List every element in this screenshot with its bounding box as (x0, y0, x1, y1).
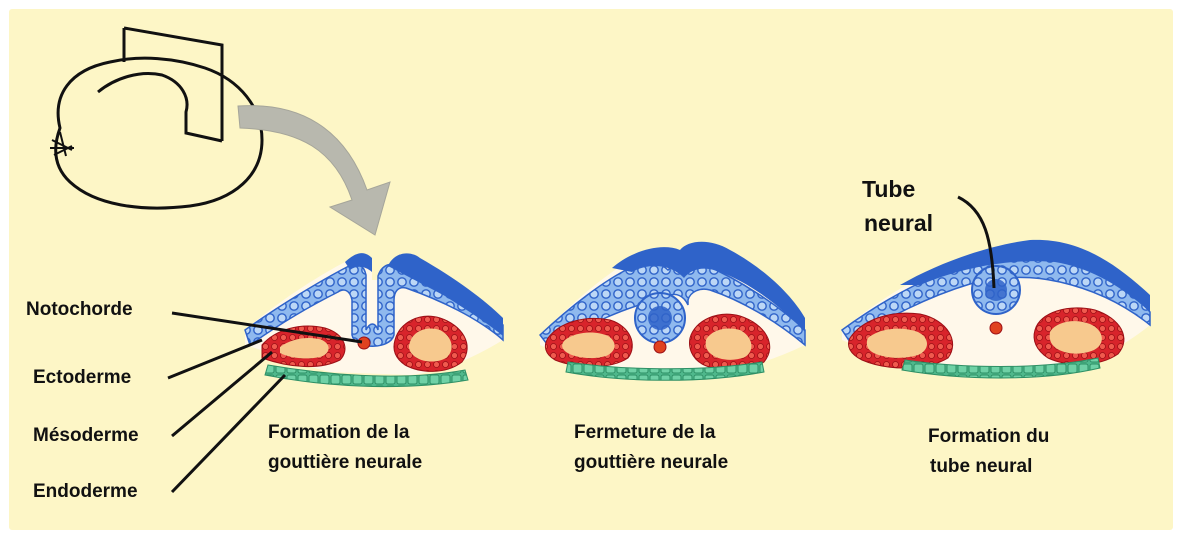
label-notochord: Notochorde (26, 296, 133, 324)
caption-stage2-line2: gouttière neurale (574, 449, 728, 477)
caption-stage3-line2: tube neural (930, 453, 1032, 481)
stage2-section (540, 242, 805, 381)
caption-stage1-line2: gouttière neurale (268, 449, 422, 477)
label-neural-tube-line1: Tube (862, 174, 915, 205)
stage1-section (245, 253, 503, 387)
embryo-sketch (50, 28, 262, 208)
stage3-section (842, 240, 1150, 378)
caption-stage1-line1: Formation de la (268, 419, 409, 447)
caption-stage2-line1: Fermeture de la (574, 419, 716, 447)
label-endoderm: Endoderme (33, 478, 138, 506)
label-ectoderm: Ectoderme (33, 364, 131, 392)
arrow-icon (238, 106, 390, 235)
leader-mesoderm (172, 352, 272, 436)
caption-stage3-line1: Formation du (928, 423, 1049, 451)
label-neural-tube-line2: neural (864, 208, 933, 239)
label-mesoderm: Mésoderme (33, 422, 139, 450)
